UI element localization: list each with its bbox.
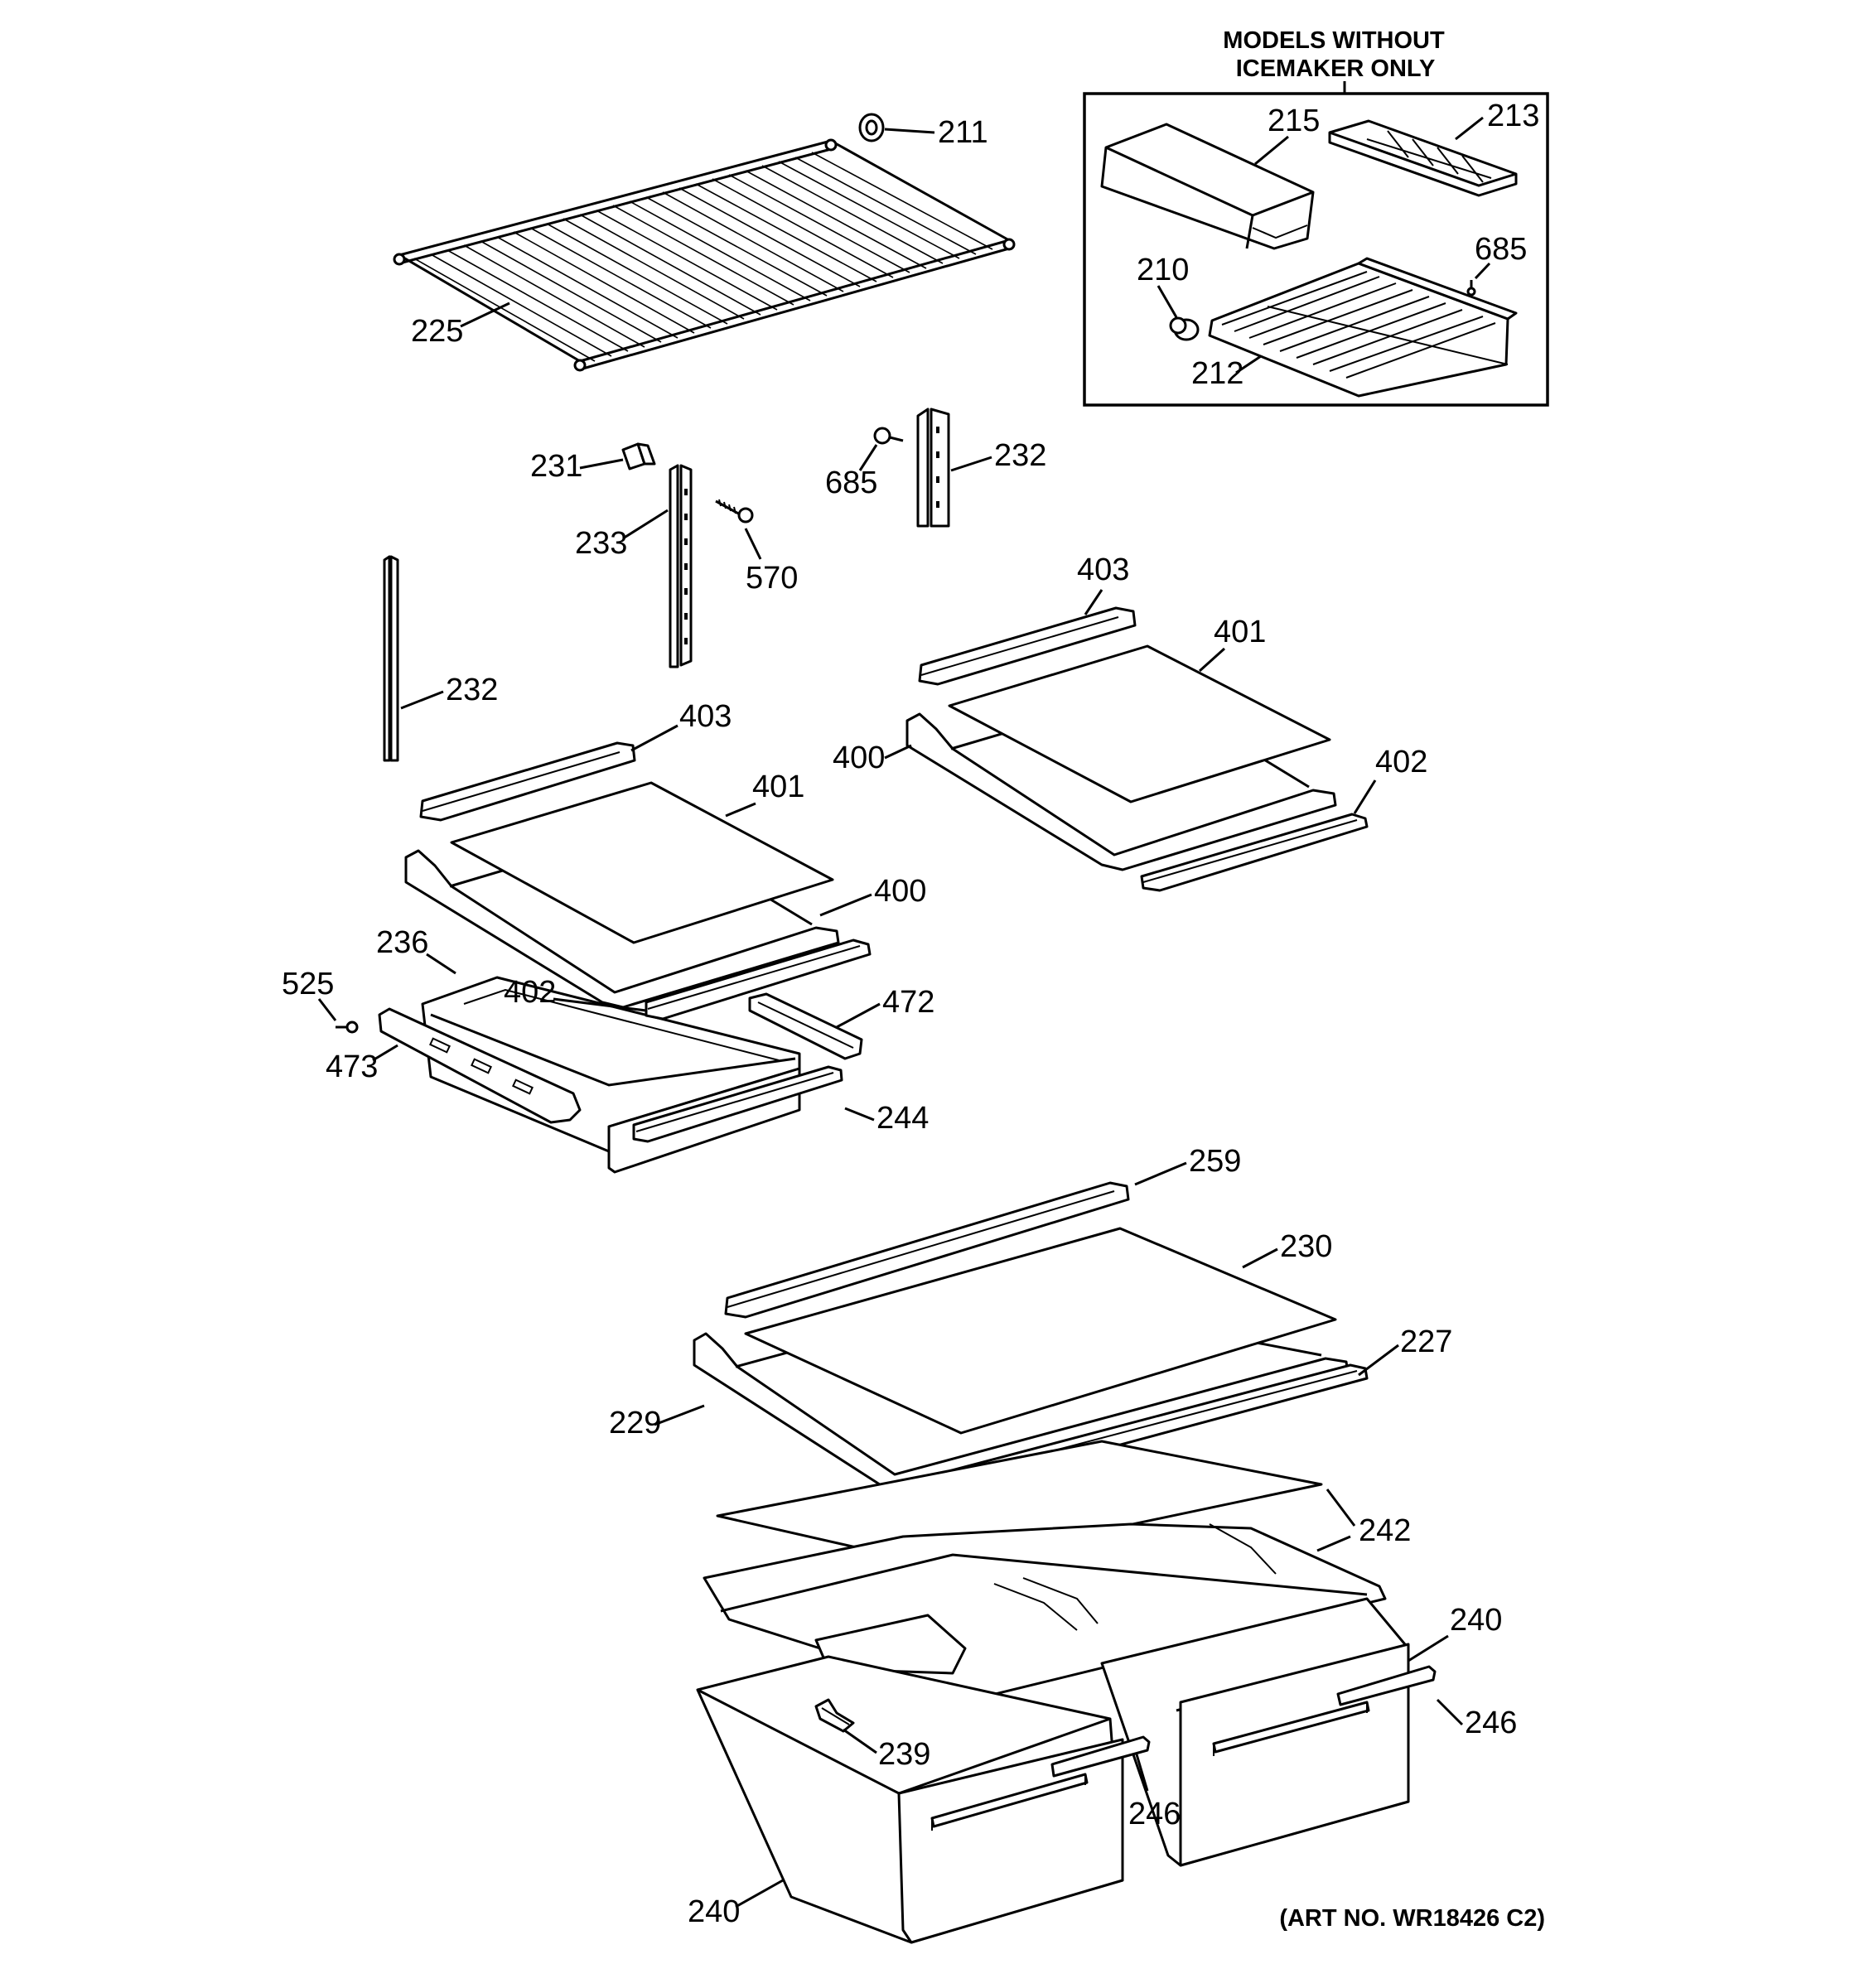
part-215-bin (1100, 123, 1315, 250)
label-240-right: 240 (1450, 1603, 1502, 1638)
label-239: 239 (878, 1737, 930, 1772)
label-225: 225 (411, 314, 463, 349)
part-242-crisper-cover (703, 1440, 1387, 1708)
label-230: 230 (1280, 1229, 1332, 1264)
left-shelf-assembly (404, 741, 840, 1009)
part-246-handle-right (1212, 1701, 1370, 1754)
label-227: 227 (1400, 1325, 1452, 1359)
part-213-ice-tray (1328, 119, 1518, 197)
part-231-clip (621, 442, 656, 470)
inset-header-line1: MODELS WITHOUT (1223, 27, 1445, 54)
part-570-screw (715, 499, 754, 524)
part-240-drawer-left (696, 1655, 1124, 1944)
label-259: 259 (1189, 1144, 1241, 1179)
part-400-frame-left (404, 849, 840, 1009)
inset-header-line2: ICEMAKER ONLY (1236, 55, 1436, 82)
label-232-left: 232 (446, 673, 498, 707)
part-225-wire-shelf (393, 138, 1016, 372)
icemaker-inset: MODELS WITHOUT ICEMAKER ONLY (1083, 27, 1549, 407)
label-401-left: 401 (752, 770, 804, 804)
label-402-left: 402 (504, 975, 556, 1010)
art-number: (ART NO. WR18426 C2) (1279, 1905, 1545, 1932)
label-246-left: 246 (1128, 1797, 1181, 1831)
part-246-handle-left (930, 1773, 1089, 1828)
part-401-glass-left (450, 781, 834, 944)
label-211: 211 (938, 115, 988, 150)
label-570: 570 (746, 561, 798, 596)
label-240-left: 240 (688, 1894, 740, 1929)
label-246-right: 246 (1465, 1706, 1517, 1740)
part-229-frame (693, 1332, 1350, 1494)
part-211-stop (858, 113, 935, 142)
part-403-trim-left (419, 741, 636, 822)
part-401-glass-right (948, 644, 1331, 803)
label-244: 244 (876, 1101, 929, 1136)
part-230-glass (744, 1227, 1337, 1435)
label-685-inset: 685 (1475, 232, 1527, 267)
part-525-screw (336, 1021, 359, 1034)
label-231: 231 (530, 449, 582, 484)
label-472: 472 (882, 985, 934, 1020)
label-400-left: 400 (874, 874, 926, 909)
label-242: 242 (1359, 1513, 1411, 1548)
label-232-right: 232 (994, 438, 1046, 473)
label-233: 233 (575, 526, 627, 561)
part-232-upright-left (383, 555, 399, 762)
part-233-upright (669, 464, 693, 668)
part-232-upright-right (916, 408, 950, 528)
part-400-frame-right (905, 712, 1337, 871)
label-215: 215 (1268, 104, 1320, 138)
label-525: 525 (282, 967, 334, 1001)
label-400-right: 400 (833, 741, 885, 775)
label-685: 685 (825, 466, 877, 500)
label-402-right: 402 (1375, 745, 1427, 779)
part-246-rail-right (1336, 1665, 1437, 1706)
label-403-left: 403 (679, 699, 732, 734)
part-212-tray (1208, 257, 1518, 398)
label-401-right: 401 (1214, 615, 1266, 649)
part-403-trim-right (918, 606, 1137, 686)
right-shelf-assembly (905, 606, 1369, 892)
label-213: 213 (1487, 99, 1539, 133)
inset-frame (1083, 92, 1549, 407)
part-246-rail-left (1050, 1735, 1151, 1778)
label-403-right: 403 (1077, 552, 1129, 587)
part-685-screw-inset (1466, 280, 1476, 297)
part-239-bracket (814, 1698, 855, 1733)
part-210-knob (1169, 316, 1200, 341)
label-236: 236 (376, 925, 428, 960)
label-210: 210 (1137, 253, 1189, 287)
part-472-rail (748, 992, 863, 1060)
label-229: 229 (609, 1406, 661, 1440)
label-473: 473 (326, 1049, 378, 1084)
part-685-screw (873, 427, 904, 445)
label-212: 212 (1191, 356, 1243, 391)
part-473-rail (378, 1007, 582, 1124)
